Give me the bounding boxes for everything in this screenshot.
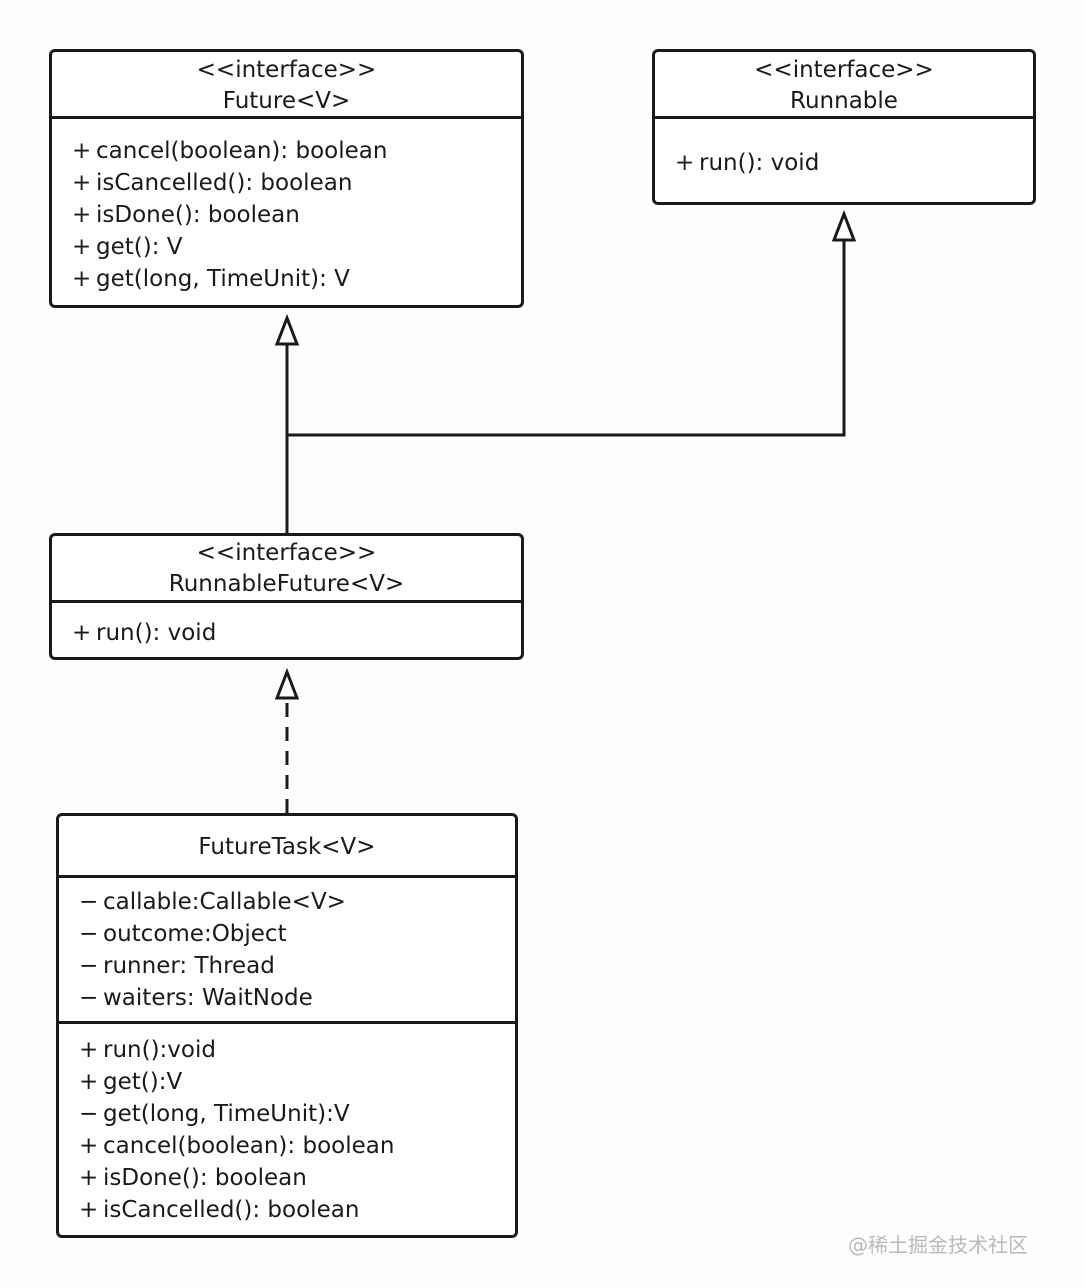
hollow-arrowhead-runnable [831, 209, 857, 242]
class-header: <<interface>> RunnableFuture<V> [52, 536, 521, 603]
methods-section: +run(): void [52, 603, 521, 649]
stereotype: <<interface>> [754, 57, 934, 83]
method-row: +get():V [79, 1069, 183, 1095]
class-runnablefuture: <<interface>> RunnableFuture<V> +run(): … [49, 533, 524, 660]
generalization-line-runnable [287, 240, 846, 437]
class-name: RunnableFuture<V> [168, 571, 405, 597]
method-row: +cancel(boolean): boolean [79, 1133, 395, 1159]
method-row: +get(): V [72, 234, 183, 260]
attributes-section: −callable:Callable<V> −outcome:Object −r… [59, 878, 515, 1024]
class-runnable: <<interface>> Runnable +run(): void [652, 49, 1036, 205]
class-future: <<interface>> Future<V> +cancel(boolean)… [49, 49, 524, 308]
methods-section: +cancel(boolean): boolean +isCancelled()… [52, 119, 521, 295]
method-row: +cancel(boolean): boolean [72, 138, 388, 164]
stereotype: <<interface>> [196, 540, 377, 566]
attribute-row: −runner: Thread [79, 953, 275, 979]
stereotype: <<interface>> [196, 57, 377, 83]
attribute-row: −outcome:Object [79, 921, 287, 947]
method-row: +run(): void [675, 150, 820, 176]
class-header: <<interface>> Future<V> [52, 52, 521, 119]
class-futuretask: FutureTask<V> −callable:Callable<V> −out… [56, 813, 518, 1238]
method-row: +run():void [79, 1037, 216, 1063]
class-name: FutureTask<V> [198, 834, 376, 860]
class-name: Future<V> [222, 88, 351, 114]
methods-section: +run():void +get():V −get(long, TimeUnit… [59, 1024, 515, 1226]
class-header: FutureTask<V> [59, 816, 515, 878]
method-row: +get(long, TimeUnit): V [72, 266, 350, 292]
class-header: <<interface>> Runnable [655, 52, 1033, 119]
watermark: @稀土掘金技术社区 [848, 1233, 1028, 1257]
method-row: −get(long, TimeUnit):V [79, 1101, 350, 1127]
attribute-row: −callable:Callable<V> [79, 889, 346, 915]
method-row: +isDone(): boolean [72, 202, 300, 228]
method-row: +isCancelled(): boolean [79, 1197, 360, 1223]
class-name: Runnable [790, 88, 898, 114]
hollow-arrowhead-future [274, 313, 300, 346]
attribute-row: −waiters: WaitNode [79, 985, 313, 1011]
method-row: +isCancelled(): boolean [72, 170, 353, 196]
hollow-arrowhead-realization [274, 667, 300, 700]
method-row: +run(): void [72, 620, 217, 646]
methods-section: +run(): void [655, 119, 1033, 179]
method-row: +isDone(): boolean [79, 1165, 307, 1191]
